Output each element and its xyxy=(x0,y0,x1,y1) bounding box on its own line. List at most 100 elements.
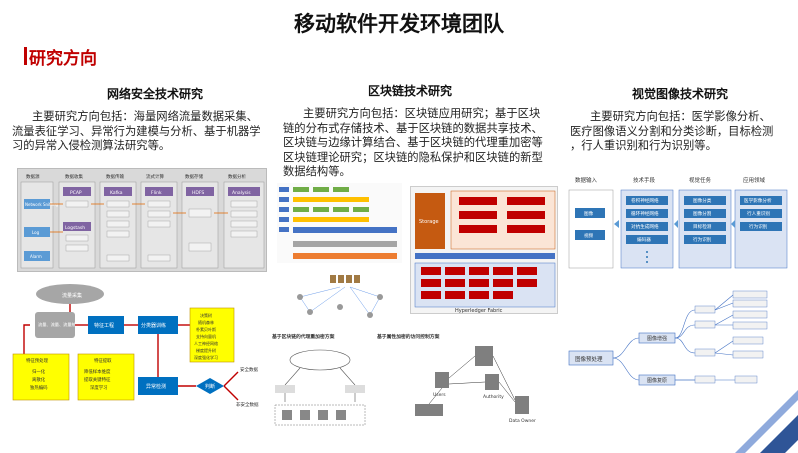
pipeline-header: 流式计算 xyxy=(146,173,164,180)
vision-mindmap-svg: 图像预处理 图像增强 图像复原 xyxy=(568,290,768,386)
tool-label: PCAP xyxy=(70,190,82,196)
vision-header: 数据输入 xyxy=(575,176,598,184)
tool-label: Logstash xyxy=(65,225,85,231)
desc-line: 主要研究方向包括：区块链应用研究；基于区块 xyxy=(303,107,541,120)
actor-label: Users xyxy=(433,392,446,398)
flow-node: 异常检测 xyxy=(146,383,166,390)
vision-title: 视觉图像技术研究 xyxy=(631,87,728,101)
section-accent-bar xyxy=(24,47,27,65)
network-pipeline-svg: 数据源 数据收集 数据传输 流式计算 数据存储 数据分析 Network Sni… xyxy=(20,173,265,269)
preprocess-item: 离散化 xyxy=(32,376,46,383)
flow-node: 分类器训练 xyxy=(141,322,166,329)
mindmap-branch: 图像复原 xyxy=(647,377,667,384)
vision-method: 编码器 xyxy=(637,236,651,243)
pipeline-header: 数据分析 xyxy=(228,173,246,180)
proxy-reencryption-figure: 基于区块链的代理重加密方案 xyxy=(270,330,370,430)
network-pipeline-figure: 数据源 数据收集 数据传输 流式计算 数据存储 数据分析 Network Sni… xyxy=(17,168,267,272)
network-security-desc: 主要研究方向包括：海量网络流量数据采集、 流量表征学习、异常行为建模与分析、基于… xyxy=(12,110,282,154)
blockchain-stack-svg: Storage Hyperledger Fabric xyxy=(414,190,556,314)
desc-line: 区块链理论研究；区块链的隐私保护和区块链的新型 xyxy=(283,150,543,164)
output-label: 非安全数据 xyxy=(236,401,259,408)
blockchain-arch-svg xyxy=(279,187,397,259)
vision-app: 行人重识别 xyxy=(747,210,770,217)
desc-line: 主要研究方向包括：医学影像分析、 xyxy=(590,110,771,123)
vision-task: 图像分类 xyxy=(693,197,712,204)
extract-item: 深度学习 xyxy=(90,384,108,391)
flow-node: 特征工程 xyxy=(94,322,114,329)
desc-line: 习的异常入侵检测算法研究等。 xyxy=(12,139,171,152)
desc-line: 医疗图像语义分割和分类诊断，目标检测 xyxy=(570,124,774,138)
vision-header: 应用领域 xyxy=(743,176,766,184)
tool-label: Flink xyxy=(151,190,162,196)
extract-item: 特征提取 xyxy=(94,357,112,364)
network-security-title: 网络安全技术研究 xyxy=(106,87,203,101)
vision-method: 对抗生成网络 xyxy=(631,223,659,230)
preprocess-item: 独热编码 xyxy=(30,384,48,391)
slide-title: 移动软件开发环境团队 xyxy=(294,12,504,36)
vision-input: 图像 xyxy=(584,210,594,217)
tool-label: HDFS xyxy=(192,190,204,196)
blockchain-network-svg xyxy=(297,275,383,318)
pipeline-header: 数据传输 xyxy=(106,173,124,180)
scheme-caption: 基于区块链的代理重加密方案 xyxy=(272,333,335,340)
vision-task: 目标检测 xyxy=(693,223,712,230)
mindmap-branch: 图像增强 xyxy=(647,335,667,342)
model-item: 朴素贝叶斯 xyxy=(196,326,216,332)
vision-method: 循环神经网络 xyxy=(631,210,659,217)
attribute-encryption-svg: 基于属性加密的访问控制方案 Users Data Owner Authority xyxy=(377,333,536,424)
source-label: Network Sniffing xyxy=(25,202,59,207)
desc-line: 数据结构等。 xyxy=(283,165,351,178)
desc-line: 主要研究方向包括：海量网络流量数据采集、 xyxy=(32,110,258,123)
vision-app: 医学影像分析 xyxy=(744,197,772,204)
mindmap-root: 图像预处理 xyxy=(575,355,603,363)
model-item: 随机森林 xyxy=(198,319,214,325)
vision-pipeline-figure: 数据输入 技术手段 视觉任务 应用领域 图像 视频 卷积神经网络 循环神经网络 … xyxy=(565,172,790,272)
vision-task: 行为识别 xyxy=(693,236,712,243)
desc-line: 链的分布式存储技术、基于区块链的数据共享技术、 xyxy=(283,121,543,135)
desc-line: 区块链与边缘计算结合、基于区块链的代理重加密等 xyxy=(283,136,543,149)
blockchain-stack-figure: Storage Hyperledger Fabric xyxy=(410,186,558,314)
vision-app: 行为识别 xyxy=(749,223,768,230)
scheme-caption: 基于属性加密的访问控制方案 xyxy=(377,333,440,340)
vision-task: 图像分割 xyxy=(693,210,712,217)
proxy-reencryption-svg: 基于区块链的代理重加密方案 xyxy=(272,333,366,426)
actor-label: Data Owner xyxy=(509,418,536,424)
vision-desc: 主要研究方向包括：医学影像分析、 医疗图像语义分割和分类诊断，目标检测 ，行人重… xyxy=(570,110,795,154)
extract-item: 提取关键特征 xyxy=(84,376,111,383)
vision-pipeline-svg: 数据输入 技术手段 视觉任务 应用领域 图像 视频 卷积神经网络 循环神经网络 … xyxy=(568,176,788,269)
vision-header: 技术手段 xyxy=(633,176,656,184)
storage-label: Storage xyxy=(419,219,439,225)
flow-node: 流量采集 xyxy=(62,292,82,299)
blockchain-architecture-figure xyxy=(277,183,402,263)
desc-line: ，行人重识别和行为识别等。 xyxy=(570,139,717,152)
flow-node: 判断 xyxy=(205,383,215,390)
source-label: Log xyxy=(32,230,40,235)
vision-mindmap-figure: 图像预处理 图像增强 图像复原 xyxy=(565,285,790,395)
tool-label: Kafka xyxy=(110,190,123,196)
flow-node: 流量、流量、流量统计 xyxy=(38,321,80,328)
model-item: 支持向量机 xyxy=(196,333,216,339)
model-item: 梯度提升树 xyxy=(196,347,216,353)
network-flowchart-figure: 流量采集 流量、流量、流量统计 特征工程 分类器训练 异常检测 判断 特征预处理… xyxy=(10,282,272,410)
tool-label: Analysis xyxy=(232,190,251,196)
preprocess-item: 特征预处理 xyxy=(26,357,49,364)
blockchain-network-figure xyxy=(290,267,396,325)
vision-input: 视频 xyxy=(584,232,594,239)
blockchain-title: 区块链技术研究 xyxy=(367,84,452,98)
model-item: 深度强化学习 xyxy=(194,354,218,360)
attribute-encryption-figure: 基于属性加密的访问控制方案 Users Data Owner Authority xyxy=(375,330,555,430)
blockchain-desc: 主要研究方向包括：区块链应用研究；基于区块 链的分布式存储技术、基于区块链的数据… xyxy=(283,107,558,180)
actor-label: Authority xyxy=(483,394,504,400)
model-item: 决策树 xyxy=(200,312,212,318)
pipeline-header: 数据源 xyxy=(26,173,40,180)
output-label: 安全数据 xyxy=(240,366,258,373)
extract-item: 降低样本维度 xyxy=(84,368,111,375)
network-flowchart-svg: 流量采集 流量、流量、流量统计 特征工程 分类器训练 异常检测 判断 特征预处理… xyxy=(12,284,259,408)
vision-method: 卷积神经网络 xyxy=(631,197,659,204)
section-label: 研究方向 xyxy=(29,49,97,69)
fabric-label: Hyperledger Fabric xyxy=(455,308,503,314)
preprocess-item: 归一化 xyxy=(32,368,46,375)
source-label: Alarm xyxy=(30,254,42,259)
model-item: 人工神经网络 xyxy=(194,340,218,346)
